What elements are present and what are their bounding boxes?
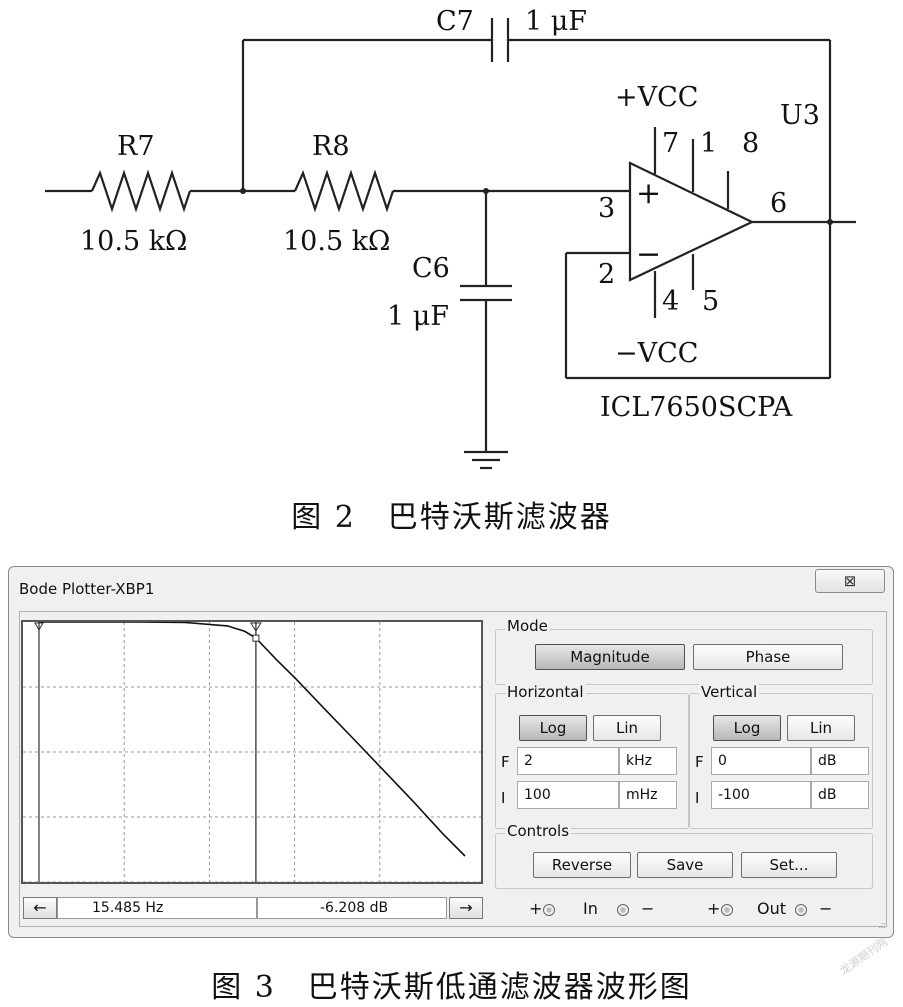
in-plus-terminal[interactable] <box>543 904 555 916</box>
horizontal-label: Horizontal <box>505 683 586 701</box>
frequency-readout: 15.485 Hz <box>57 897 257 919</box>
circuit-junctions <box>240 188 833 225</box>
horizontal-log-button[interactable]: Log <box>519 715 587 741</box>
chip-part-number: ICL7650SCPA <box>600 392 793 423</box>
horizontal-final-label: F <box>501 753 510 771</box>
controls-label: Controls <box>505 822 572 840</box>
vertical-final-label: F <box>695 753 704 771</box>
close-icon: ⊠ <box>843 572 857 590</box>
pin-4: 4 <box>662 286 679 317</box>
pin-1: 1 <box>700 128 717 159</box>
vertical-final-input[interactable]: 0 <box>711 747 811 775</box>
circuit-wires <box>45 18 856 470</box>
cursor-left-button[interactable]: ← <box>23 897 57 919</box>
close-button[interactable]: ⊠ <box>815 569 885 593</box>
pin-7: 7 <box>662 128 679 159</box>
vertical-log-button[interactable]: Log <box>713 715 781 741</box>
pin-8: 8 <box>742 128 759 159</box>
figure-2-caption: 图 2 巴特沃斯滤波器 <box>291 500 612 535</box>
window-titlebar: Bode Plotter-XBP1 ⊠ <box>9 567 893 607</box>
horizontal-initial-unit[interactable]: mHz <box>619 781 677 809</box>
vertical-initial-label: I <box>695 789 700 807</box>
in-plus-label: + <box>529 899 543 918</box>
reverse-button[interactable]: Reverse <box>533 852 631 878</box>
pin-5: 5 <box>702 286 719 317</box>
r7-resistor <box>90 169 192 213</box>
c7-value: 1 μF <box>525 6 587 37</box>
out-label: Out <box>757 899 787 918</box>
mode-label: Mode <box>505 617 550 635</box>
left-cursor-marker <box>34 622 44 632</box>
bode-plot-svg <box>23 621 481 883</box>
save-button[interactable]: Save <box>637 852 733 878</box>
vertical-initial-unit[interactable]: dB <box>811 781 869 809</box>
out-minus-terminal[interactable] <box>795 904 807 916</box>
gain-readout: -6.208 dB <box>257 897 447 919</box>
butterworth-filter-schematic: C7 1 μF R7 10.5 kΩ R8 10.5 kΩ C6 1 μF +V… <box>45 6 856 470</box>
r8-name: R8 <box>312 131 350 162</box>
figure-3-caption: 图 3 巴特沃斯低通滤波器波形图 <box>211 970 692 1005</box>
arrow-right-icon: → <box>459 898 473 917</box>
pin-2: 2 <box>598 259 615 290</box>
controls-group <box>495 833 873 889</box>
cursor-right-button[interactable]: → <box>449 897 483 919</box>
c6-value: 1 μF <box>387 301 449 332</box>
vertical-group <box>689 693 873 829</box>
r7-name: R7 <box>117 131 155 162</box>
in-minus-label: − <box>641 899 655 918</box>
op-amp-triangle <box>628 161 755 282</box>
phase-button[interactable]: Phase <box>693 644 843 670</box>
r8-value: 10.5 kΩ <box>283 226 390 257</box>
mode-group <box>495 629 873 685</box>
out-plus-label: + <box>707 899 721 918</box>
cursor-intersection-point <box>252 634 260 642</box>
in-label: In <box>583 899 598 918</box>
vertical-label: Vertical <box>699 683 760 701</box>
vertical-initial-input[interactable]: -100 <box>711 781 811 809</box>
chip-reference: U3 <box>780 100 820 131</box>
c7-name: C7 <box>436 6 474 37</box>
measurement-cursor-marker <box>249 622 262 632</box>
vertical-final-unit[interactable]: dB <box>811 747 869 775</box>
horizontal-group <box>495 693 689 829</box>
magnitude-button[interactable]: Magnitude <box>535 644 685 670</box>
out-minus-label: − <box>819 899 833 918</box>
vcc-positive: +VCC <box>615 82 698 113</box>
bode-plot-area[interactable] <box>21 620 483 884</box>
pin-3: 3 <box>598 193 615 224</box>
r8-resistor <box>293 169 395 213</box>
bode-plotter-window: Bode Plotter-XBP1 ⊠ ← 15.485 Hz -6.208 d… <box>8 566 894 938</box>
window-title: Bode Plotter-XBP1 <box>19 580 155 598</box>
out-plus-terminal[interactable] <box>721 904 733 916</box>
horizontal-final-input[interactable]: 2 <box>517 747 619 775</box>
c6-name: C6 <box>412 253 450 284</box>
set-button[interactable]: Set... <box>741 852 837 878</box>
vcc-negative: −VCC <box>615 338 698 369</box>
arrow-left-icon: ← <box>33 898 47 917</box>
horizontal-final-unit[interactable]: kHz <box>619 747 677 775</box>
op-amp-minus-input: − <box>636 237 661 272</box>
vertical-lin-button[interactable]: Lin <box>787 715 855 741</box>
horizontal-initial-input[interactable]: 100 <box>517 781 619 809</box>
r7-value: 10.5 kΩ <box>80 226 187 257</box>
op-amp-plus-input: + <box>636 176 661 211</box>
horizontal-lin-button[interactable]: Lin <box>593 715 661 741</box>
in-minus-terminal[interactable] <box>617 904 629 916</box>
resize-grip-icon[interactable]: .:: <box>878 920 886 931</box>
horizontal-initial-label: I <box>501 789 506 807</box>
magnitude-curve <box>39 621 466 857</box>
pin-6: 6 <box>770 188 787 219</box>
